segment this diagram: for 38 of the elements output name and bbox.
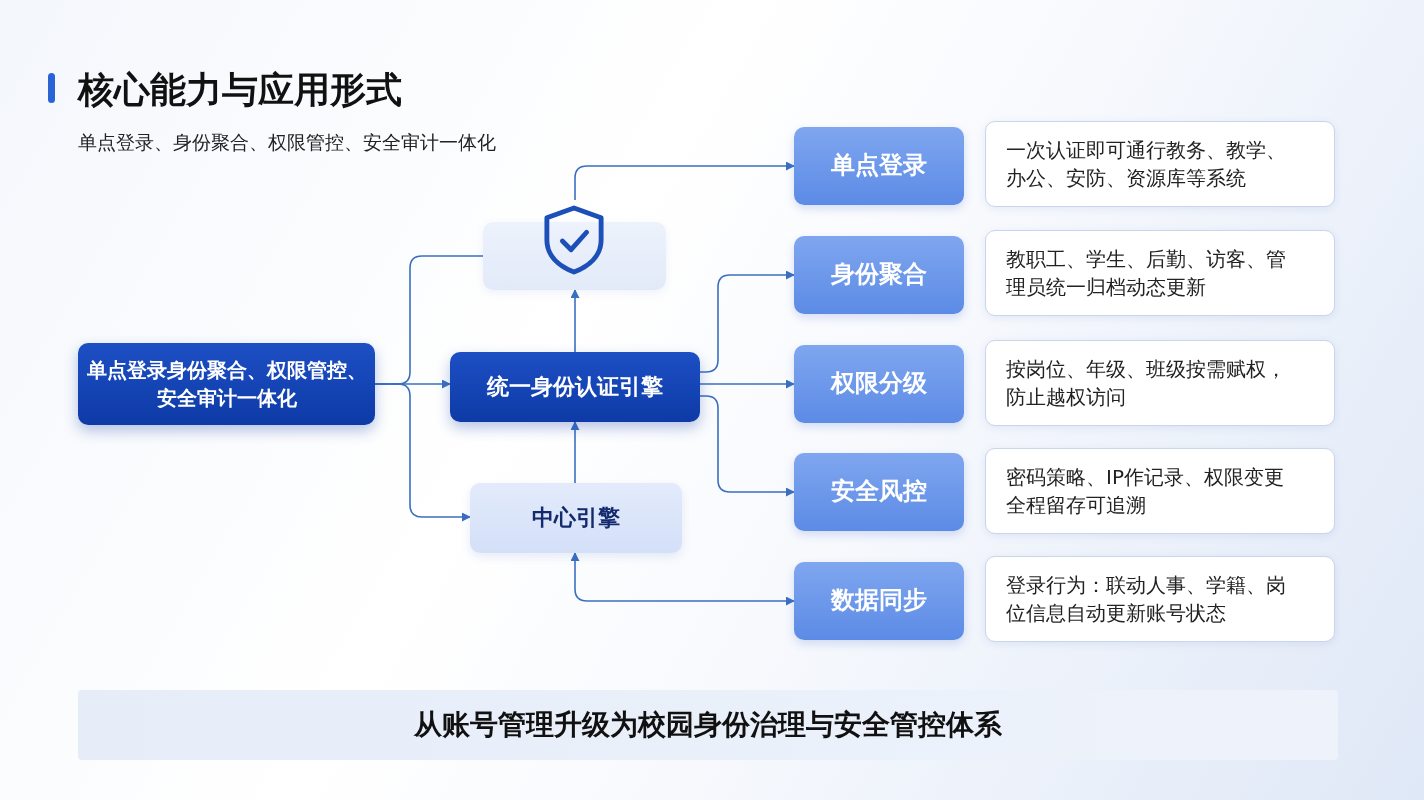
- capability-box: [794, 127, 964, 205]
- capability-label: 权限分级: [831, 368, 927, 400]
- description-card: [985, 121, 1335, 207]
- description-card: [985, 556, 1335, 642]
- arrow: [570, 421, 580, 484]
- summary-text: 从账号管理升级为校园身份治理与安全管控体系: [414, 707, 1002, 744]
- arrow: [574, 161, 795, 201]
- capability-box: [794, 562, 964, 640]
- capability-box: [794, 453, 964, 531]
- node-label: 统一身份认证引擎: [487, 372, 663, 401]
- arrow: [570, 289, 580, 353]
- capability-label: 单点登录: [831, 150, 927, 182]
- summary-band: [78, 690, 1338, 760]
- description-text: 密码策略、IP作记录、权限变更全程留存可追溯: [1006, 464, 1285, 519]
- arrow: [570, 552, 795, 606]
- description-card: [985, 230, 1335, 316]
- description-card: [985, 340, 1335, 426]
- engine-box: [450, 352, 700, 422]
- description-text: 一次认证即可通行教务、教学、办公、安防、资源库等系统: [1006, 137, 1287, 192]
- engine-box: [78, 343, 375, 425]
- capability-box: [794, 345, 964, 423]
- arrow: [374, 383, 471, 522]
- subtitle: 单点登录、身份聚合、权限管控、安全审计一体化: [78, 130, 496, 155]
- node-label: 中心引擎: [532, 503, 620, 532]
- node-label: 单点登录身份聚合、权限管控、安全审计一体化: [85, 357, 368, 412]
- title: 核心能力与应用形式: [78, 68, 402, 112]
- engine-box: [470, 483, 682, 553]
- arrow: [699, 395, 795, 497]
- capability-label: 身份聚合: [831, 259, 927, 291]
- arrow: [699, 270, 795, 373]
- description-text: 登录行为：联动人事、学籍、岗位信息自动更新账号状态: [1006, 572, 1287, 627]
- capability-box: [794, 236, 964, 314]
- description-card: [985, 448, 1335, 534]
- capability-label: 数据同步: [831, 585, 927, 617]
- arrow: [699, 379, 795, 389]
- capability-label: 安全风控: [831, 476, 927, 508]
- description-text: 教职工、学生、后勤、访客、管理员统一归档动态更新: [1006, 246, 1287, 301]
- description-text: 按岗位、年级、班级按需赋权，防止越权访问: [1006, 356, 1287, 411]
